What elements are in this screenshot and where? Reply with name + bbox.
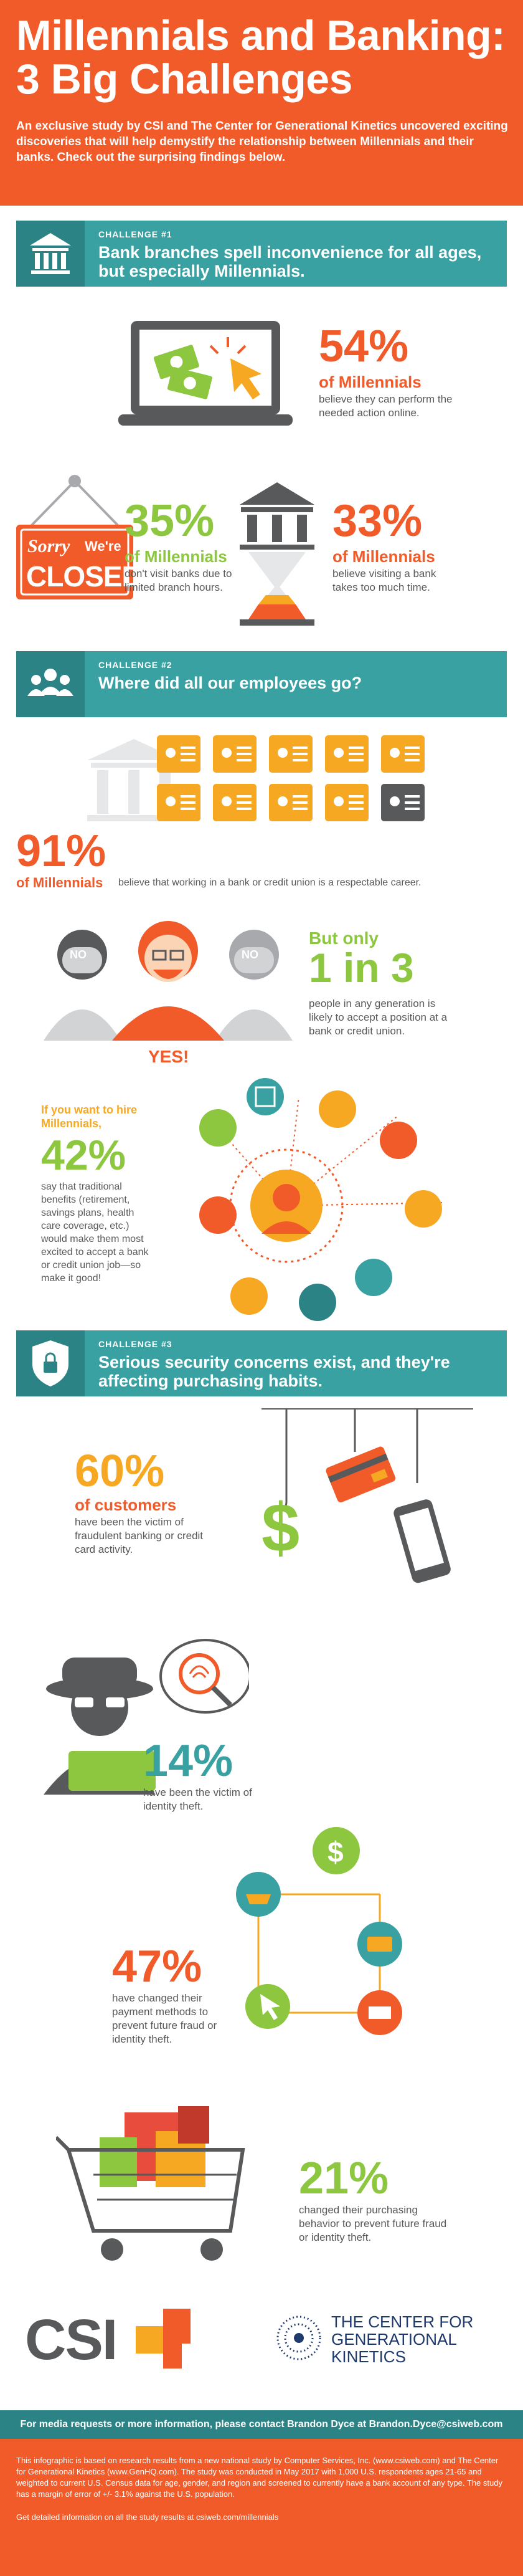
cgk-line2: GENERATIONAL	[331, 2330, 457, 2349]
challenge-1-eyebrow: CHALLENGE #1	[98, 229, 172, 239]
stat-91-value: 91%	[16, 826, 106, 876]
one-in-three-value: 1 in 3	[309, 945, 414, 991]
stat-33-value: 33%	[332, 496, 423, 546]
stat-47-text: have changed their payment methods to pr…	[112, 1992, 217, 2045]
stat-42-text: say that traditional benefits (retiremen…	[41, 1181, 149, 1284]
svg-text:$: $	[327, 1836, 344, 1868]
challenge-2-title: Where did all our employees go?	[98, 674, 362, 692]
payment-methods-diagram: $	[224, 1826, 423, 2050]
challenge-3-title: Serious security concerns exist, and the…	[98, 1353, 450, 1390]
stat-33-text: believe visiting a bank takes too much t…	[332, 568, 436, 593]
stat-47-value: 47%	[112, 1942, 202, 1992]
sign-sorry: Sorry	[27, 536, 70, 556]
cgk-globe-icon	[276, 2316, 321, 2360]
stat-33-label: of Millennials	[332, 547, 435, 566]
header: Millennials and Banking:3 Big Challenges…	[0, 0, 523, 206]
cgk-line3: KINETICS	[331, 2347, 406, 2366]
yes-label: YES!	[148, 1047, 189, 1066]
stat-60-value: 60%	[75, 1446, 165, 1496]
no-label-left: NO	[70, 948, 87, 961]
footer: This infographic is based on research re…	[0, 2439, 523, 2576]
identity-thief-icon	[31, 1620, 249, 1795]
closed-sign: Sorry We're CLOSED	[12, 474, 143, 611]
stat-54-label: of Millennials	[319, 373, 422, 391]
laptop-icon	[112, 315, 299, 439]
intro-text: An exclusive study by CSI and The Center…	[16, 120, 508, 164]
stat-54-text: believe they can perform the needed acti…	[319, 393, 453, 419]
challenge-2-band: CHALLENGE #2 Where did all our employees…	[16, 651, 507, 717]
more-info-text: Get detailed information on all the stud…	[16, 2512, 279, 2522]
fishing-hooks-icon: $	[237, 1408, 498, 1620]
page-title: Millennials and Banking:3 Big Challenges	[16, 12, 506, 103]
stat-35-value: 35%	[125, 496, 215, 546]
stat-21-text: changed their purchasing behavior to pre…	[299, 2204, 447, 2243]
no-label-right: NO	[242, 948, 258, 961]
hire-millennials-intro: If you want to hire Millennials,	[41, 1104, 138, 1130]
stat-14-text: have been the victim of identity theft.	[143, 1787, 252, 1812]
challenge-3-eyebrow: CHALLENGE #3	[98, 1339, 172, 1349]
challenge-1-band: CHALLENGE #1 Bank branches spell inconve…	[16, 221, 507, 287]
shield-lock-icon	[16, 1330, 85, 1396]
stat-91-label: of Millennials	[16, 875, 103, 890]
stat-35-label: of Millennials	[125, 547, 227, 566]
stat-35-text: don't visit banks due to limited branch …	[125, 568, 232, 593]
contact-bar: For media requests or more information, …	[0, 2410, 523, 2439]
challenge-2-eyebrow: CHALLENGE #2	[98, 660, 172, 670]
svg-text:$: $	[262, 1490, 299, 1567]
stat-60-label: of customers	[75, 1496, 177, 1514]
stat-60-text: have been the victim of fraudulent banki…	[75, 1516, 204, 1555]
one-in-three-text: people in any generation is likely to ac…	[309, 998, 448, 1037]
challenge-1-title: Bank branches spell inconvenience for al…	[98, 243, 482, 280]
challenge-3-band: CHALLENGE #3 Serious security concerns e…	[16, 1330, 507, 1396]
shopping-cart-icon	[56, 2100, 268, 2268]
employee-badges-grid	[87, 735, 511, 829]
methodology-note: This infographic is based on research re…	[16, 2456, 502, 2499]
stat-91-text: believe that working in a bank or credit…	[118, 877, 422, 888]
employees-icon	[16, 651, 85, 717]
three-people-icon	[44, 916, 293, 1041]
stat-42-value: 42%	[41, 1132, 126, 1179]
stat-54-value: 54%	[319, 322, 409, 371]
stat-14-value: 14%	[143, 1736, 233, 1786]
sign-were: We're	[85, 538, 121, 554]
benefits-wheel	[143, 1078, 504, 1327]
bank-icon	[16, 221, 85, 287]
stat-21-value: 21%	[299, 2154, 389, 2203]
sign-closed: CLOSED	[26, 560, 143, 593]
hourglass-bank-icon	[233, 480, 321, 629]
contact-text: For media requests or more information, …	[20, 2419, 503, 2430]
cgk-logo: THE CENTER FOR GENERATIONAL KINETICS	[274, 2313, 473, 2365]
csi-logo: CSI	[25, 2302, 191, 2377]
one-in-three-intro: But only	[309, 928, 379, 948]
cgk-line1: THE CENTER FOR	[331, 2312, 474, 2331]
